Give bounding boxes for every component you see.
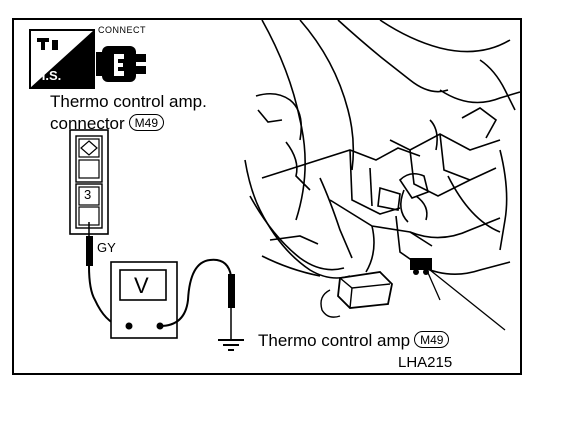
connector-title-line1: Thermo control amp. [50, 92, 207, 111]
callout-leader [424, 265, 506, 331]
thermo-control-amp-unit [320, 271, 393, 318]
wire-color-label: GY [97, 240, 116, 255]
ground-probe [159, 258, 235, 340]
voltmeter-label: V [134, 273, 149, 298]
callout-code-badge: M49 [414, 331, 450, 348]
ground-symbol [218, 339, 244, 351]
figure-id: LHA215 [398, 354, 453, 371]
connector-code-badge: M49 [128, 114, 165, 131]
connect-harness-icon [29, 29, 146, 89]
callout-text: Thermo control amp [258, 331, 411, 350]
diagram-frame [12, 18, 522, 375]
thermo-amp-connector [69, 129, 109, 235]
voltmeter [110, 261, 178, 339]
dashboard-illustration [244, 19, 521, 279]
connector-title-text: connector [50, 114, 125, 133]
hs-label: H.S. [36, 68, 62, 83]
terminal-number: 3 [84, 187, 92, 202]
connect-label: CONNECT [98, 25, 146, 35]
harness-plug [410, 258, 432, 275]
